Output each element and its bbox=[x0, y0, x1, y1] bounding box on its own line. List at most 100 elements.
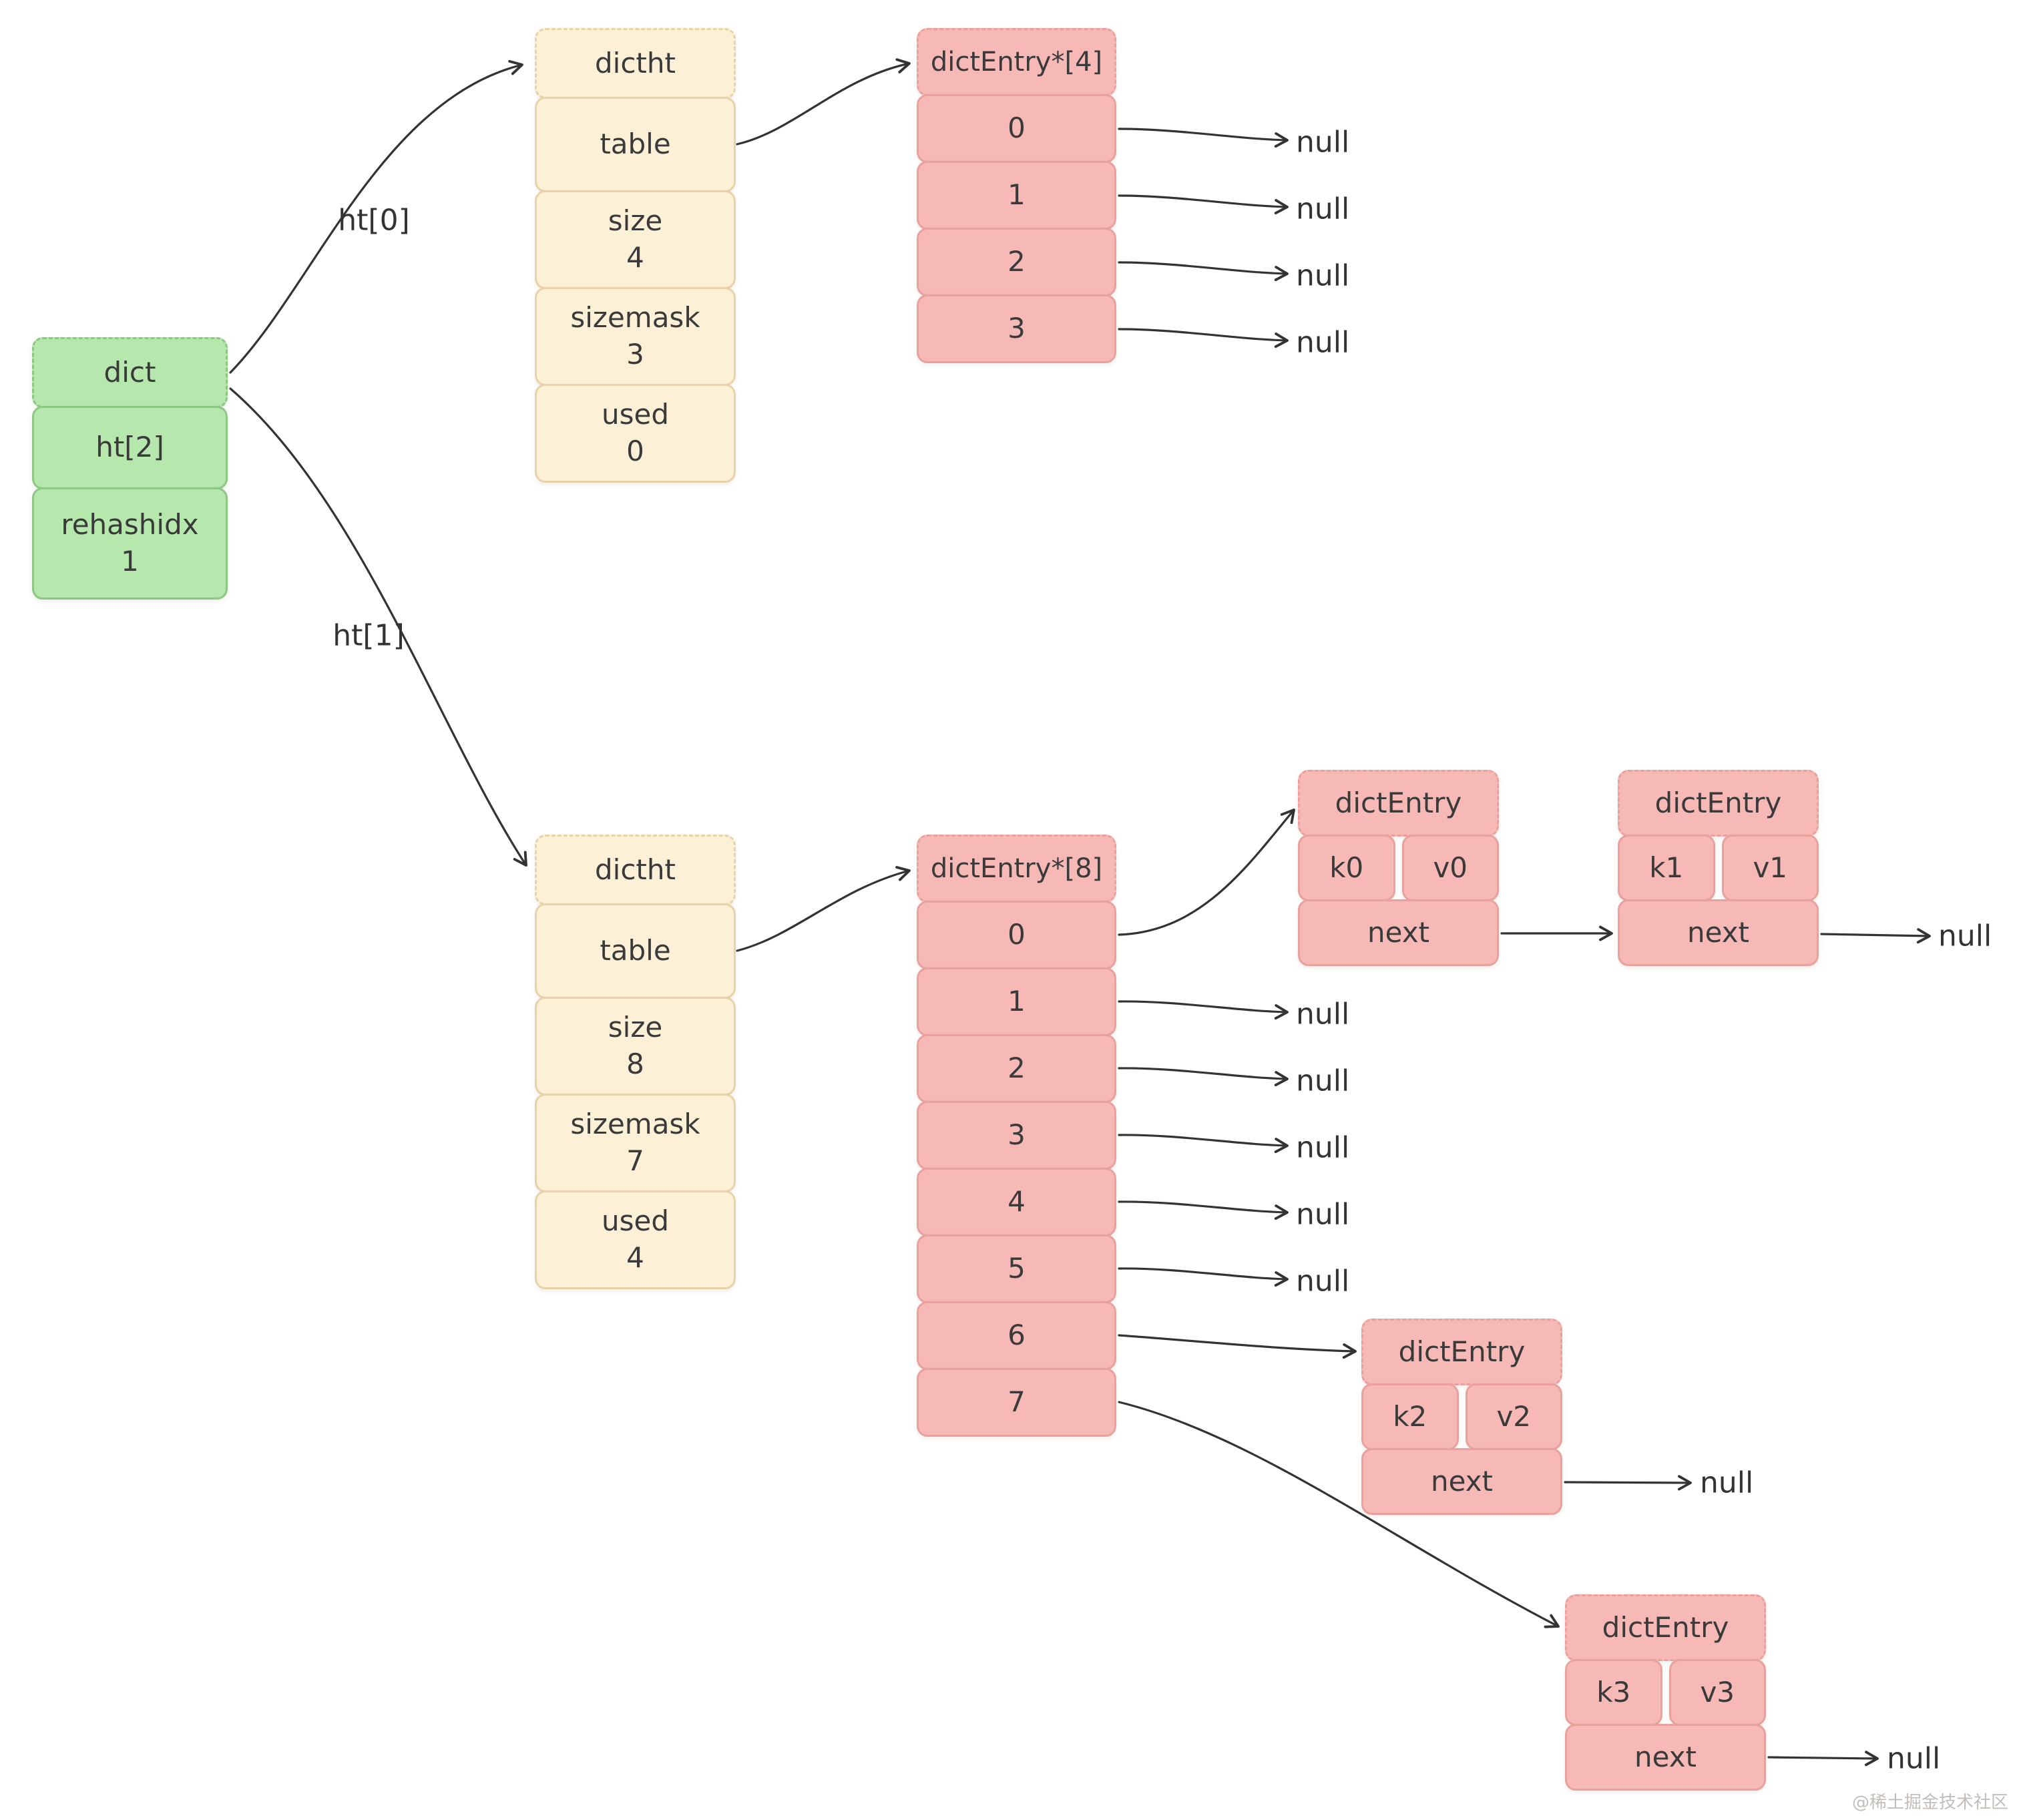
arrow-ht1-slot4-to-null bbox=[1118, 1200, 1289, 1220]
dict-entry-2: dictEntry k2 v2 next bbox=[1361, 1319, 1562, 1515]
ht1-buckets-title: dictEntry*[8] bbox=[930, 853, 1103, 884]
ht1-slot-5: 5 bbox=[917, 1234, 1116, 1303]
ht1-null-2: null bbox=[1296, 1064, 1350, 1098]
entry2-kv-row: k2 v2 bbox=[1361, 1383, 1562, 1450]
ht0-dictht-title: dictht bbox=[595, 46, 676, 79]
entry3-value: v3 bbox=[1700, 1675, 1735, 1709]
ht0-slot-1-label: 1 bbox=[1007, 178, 1026, 212]
ht1-dictht-title-cell: dictht bbox=[535, 835, 736, 905]
ht0-slot-2-label: 2 bbox=[1007, 245, 1026, 278]
ht0-slot-3-label: 3 bbox=[1007, 312, 1026, 345]
dict-struct: dict ht[2] rehashidx 1 bbox=[32, 337, 228, 600]
ht1-sizemask-value: 7 bbox=[626, 1144, 644, 1177]
ht0-used-value: 0 bbox=[626, 435, 644, 467]
entry3-value-cell: v3 bbox=[1668, 1659, 1766, 1726]
ht0-slot-0: 0 bbox=[917, 94, 1116, 163]
ht1-slot-2-label: 2 bbox=[1007, 1052, 1026, 1085]
ht1-table-label: table bbox=[600, 934, 671, 967]
dict-title-cell: dict bbox=[32, 337, 228, 408]
ht1-slot-3: 3 bbox=[917, 1101, 1116, 1170]
entry3-title: dictEntry bbox=[1602, 1610, 1729, 1644]
entry1-value: v1 bbox=[1753, 851, 1788, 884]
arrow-entry2-next-to-null bbox=[1564, 1475, 1692, 1491]
entry3-next: next bbox=[1634, 1740, 1697, 1773]
entry0-key: k0 bbox=[1329, 851, 1364, 884]
ht1-null-1: null bbox=[1296, 997, 1350, 1032]
entry1-title-cell: dictEntry bbox=[1618, 770, 1819, 837]
arrow-ht1-slot5-to-null bbox=[1118, 1267, 1289, 1287]
arrow-entry1-next-to-null bbox=[1820, 928, 1931, 944]
arrow-ht0-slot2-to-null bbox=[1118, 261, 1289, 282]
arrow-ht0-slot1-to-null bbox=[1118, 194, 1289, 215]
entry2-value-cell: v2 bbox=[1465, 1383, 1562, 1450]
entry0-value: v0 bbox=[1433, 851, 1468, 884]
pointer-label-ht0: ht[0] bbox=[338, 203, 410, 238]
arrow-ht0-table-to-buckets bbox=[736, 58, 911, 146]
ht1-slot-0: 0 bbox=[917, 901, 1116, 969]
ht1-slot-1-label: 1 bbox=[1007, 985, 1026, 1018]
ht1-slot-7-label: 7 bbox=[1007, 1385, 1026, 1419]
arrow-ht1-slot7-to-entry3 bbox=[1118, 1401, 1560, 1628]
ht1-used-cell: used 4 bbox=[535, 1190, 736, 1289]
entry3-next-cell: next bbox=[1565, 1724, 1766, 1791]
entry0-title: dictEntry bbox=[1335, 786, 1462, 819]
ht1-sizemask-label: sizemask bbox=[570, 1108, 700, 1141]
arrow-ht1-slot3-to-null bbox=[1118, 1134, 1289, 1154]
entry1-null: null bbox=[1938, 919, 1992, 953]
arrow-ht0-slot0-to-null bbox=[1118, 128, 1289, 148]
ht1-slot-4: 4 bbox=[917, 1168, 1116, 1236]
entry1-key: k1 bbox=[1649, 851, 1684, 884]
entry3-key: k3 bbox=[1596, 1675, 1631, 1709]
ht0-table-label: table bbox=[600, 128, 671, 161]
entry3-kv-row: k3 v3 bbox=[1565, 1659, 1766, 1726]
ht0-null-3: null bbox=[1296, 325, 1350, 360]
entry1-next-cell: next bbox=[1618, 899, 1819, 966]
entry0-key-cell: k0 bbox=[1298, 835, 1395, 901]
ht1-buckets-title-cell: dictEntry*[8] bbox=[917, 835, 1116, 903]
ht1-bucket-array: dictEntry*[8] 0 1 2 3 4 5 6 7 bbox=[917, 835, 1116, 1437]
watermark: @稀土掘金技术社区 bbox=[1851, 1793, 2008, 1813]
ht1-size-value: 8 bbox=[626, 1048, 644, 1080]
ht1-null-3: null bbox=[1296, 1130, 1350, 1165]
arrow-ht1-slot1-to-null bbox=[1118, 1000, 1289, 1020]
ht0-buckets-title-cell: dictEntry*[4] bbox=[917, 28, 1116, 96]
arrow-ht1-slot6-to-entry2 bbox=[1118, 1334, 1357, 1359]
entry2-key-cell: k2 bbox=[1361, 1383, 1459, 1450]
ht1-slot-5-label: 5 bbox=[1007, 1252, 1026, 1285]
entry3-null: null bbox=[1887, 1741, 1941, 1776]
ht1-used-value: 4 bbox=[626, 1241, 644, 1274]
entry2-value: v2 bbox=[1496, 1399, 1532, 1433]
entry0-kv-row: k0 v0 bbox=[1298, 835, 1499, 901]
ht0-buckets-title: dictEntry*[4] bbox=[930, 47, 1103, 77]
entry2-title-cell: dictEntry bbox=[1361, 1319, 1562, 1385]
entry0-next: next bbox=[1367, 915, 1430, 949]
entry2-next-cell: next bbox=[1361, 1448, 1562, 1515]
ht0-size-value: 4 bbox=[626, 241, 644, 274]
arrow-entry3-next-to-null bbox=[1767, 1751, 1879, 1767]
ht1-used-label: used bbox=[601, 1204, 669, 1238]
entry1-kv-row: k1 v1 bbox=[1618, 835, 1819, 901]
ht1-dictht: dictht table size 8 sizemask 7 used 4 bbox=[535, 835, 736, 1289]
dict-title: dict bbox=[103, 355, 156, 389]
ht1-slot-7: 7 bbox=[917, 1368, 1116, 1437]
ht1-slot-6-label: 6 bbox=[1007, 1319, 1026, 1352]
arrow-ht1-slot0-to-entry0 bbox=[1118, 809, 1295, 936]
ht0-null-0: null bbox=[1296, 125, 1350, 160]
entry1-value-cell: v1 bbox=[1721, 835, 1819, 901]
ht0-used-cell: used 0 bbox=[535, 384, 736, 483]
entry3-title-cell: dictEntry bbox=[1565, 1594, 1766, 1661]
entry1-next: next bbox=[1687, 915, 1750, 949]
ht1-null-4: null bbox=[1296, 1197, 1350, 1232]
ht0-null-2: null bbox=[1296, 258, 1350, 293]
entry0-value-cell: v0 bbox=[1401, 835, 1499, 901]
arrow-ht1-table-to-buckets bbox=[736, 866, 911, 952]
arrow-ht1-slot2-to-null bbox=[1118, 1067, 1289, 1087]
arrow-dict-to-ht1 bbox=[229, 387, 527, 867]
dict-entry-1: dictEntry k1 v1 next bbox=[1618, 770, 1819, 966]
entry2-next: next bbox=[1430, 1464, 1494, 1498]
ht0-null-1: null bbox=[1296, 192, 1350, 226]
ht0-slot-3: 3 bbox=[917, 294, 1116, 363]
ht1-table-cell: table bbox=[535, 903, 736, 999]
ht1-slot-0-label: 0 bbox=[1007, 918, 1026, 951]
ht1-dictht-title: dictht bbox=[595, 853, 676, 886]
